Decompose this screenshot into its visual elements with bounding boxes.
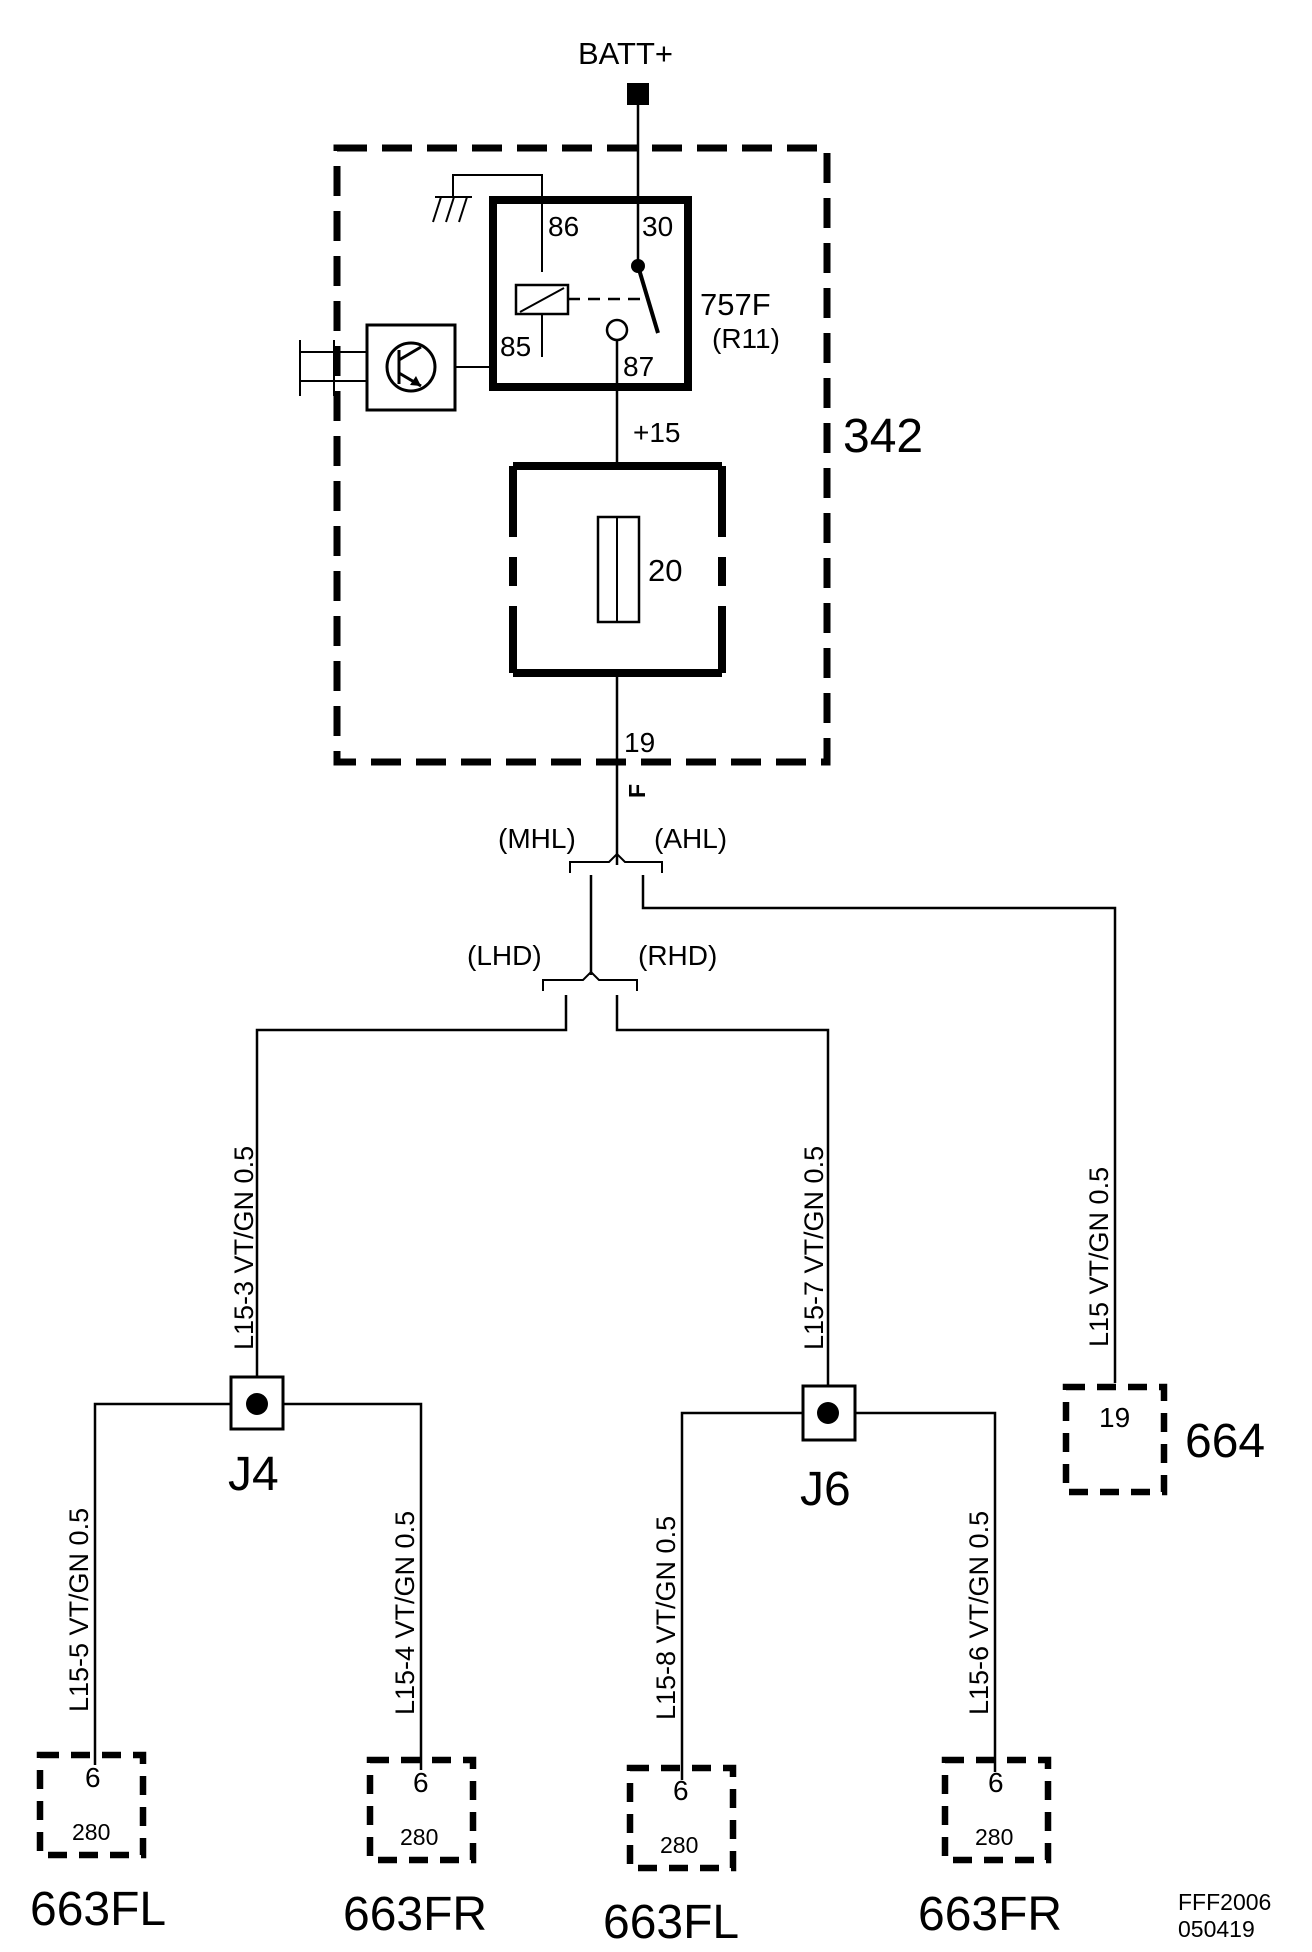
- variant-mhl: (MHL): [498, 823, 576, 854]
- connector-664-label: 664: [1185, 1415, 1265, 1468]
- junction-j4-label: J4: [228, 1448, 279, 1501]
- connector-663fr-2-label: 663FR: [918, 1888, 1062, 1941]
- ground-icon: [432, 196, 472, 223]
- junction-j6-label: J6: [800, 1463, 851, 1516]
- variant-lhd: (LHD): [467, 940, 542, 971]
- connector-663fl-2-label: 663FL: [603, 1896, 739, 1949]
- relay-contact-87: [605, 318, 629, 342]
- j4-left-branch-wire: [93, 1402, 231, 1765]
- output-marker-f: F: [624, 784, 650, 798]
- connector-664: [1062, 1383, 1168, 1496]
- connector-663fr-1-sub: 280: [400, 1824, 438, 1850]
- connector-663fr-1-pin: 6: [413, 1767, 429, 1798]
- driver-transistor-box: [365, 323, 457, 412]
- fuse-supply-label: +15: [633, 417, 681, 448]
- connector-663fl-1-sub: 280: [72, 1819, 110, 1845]
- wire-label-l15: L15 VT/GN 0.5: [1084, 1167, 1114, 1347]
- wire-label-l15-3: L15-3 VT/GN 0.5: [229, 1146, 259, 1350]
- rhd-branch-wire: [615, 995, 830, 1412]
- lhd-branch-wire: [255, 995, 568, 1390]
- connector-664-pin: 19: [1099, 1402, 1130, 1433]
- fuse-housing: [509, 462, 726, 677]
- batt-plus-label: BATT+: [578, 36, 673, 71]
- connector-663fl-1: [36, 1751, 147, 1859]
- relay-pin-85: 85: [500, 331, 531, 362]
- wire-label-l15-6: L15-6 VT/GN 0.5: [964, 1511, 994, 1715]
- wire-label-l15-7: L15-7 VT/GN 0.5: [799, 1146, 829, 1350]
- connector-663fr-2: [941, 1756, 1052, 1864]
- connector-663fr-2-pin: 6: [988, 1767, 1004, 1798]
- ground-wire: [452, 174, 543, 272]
- wire-label-l15-4: L15-4 VT/GN 0.5: [390, 1511, 420, 1715]
- figure-code-line1: FFF2006: [1178, 1889, 1271, 1915]
- j4-right-branch-wire: [283, 1402, 423, 1770]
- j6-left-branch-wire: [680, 1411, 803, 1780]
- junction-j4-node: [246, 1393, 268, 1415]
- relay-pin-87: 87: [623, 351, 654, 382]
- connector-663fr-1-label: 663FR: [343, 1888, 487, 1941]
- wire-label-l15-5: L15-5 VT/GN 0.5: [64, 1508, 94, 1712]
- relay-757f-ref: (R11): [712, 323, 780, 354]
- batt-plus-terminal: [627, 83, 649, 105]
- connector-663fl-1-pin: 6: [85, 1762, 101, 1793]
- variant-bracket-mhl-ahl: [569, 852, 663, 873]
- connector-663fl-2-sub: 280: [660, 1832, 698, 1858]
- connector-663fl-2: [626, 1764, 737, 1872]
- transistor-icon: [385, 341, 437, 393]
- connector-663fl-2-pin: 6: [673, 1775, 689, 1806]
- variant-bracket-lhd-rhd: [542, 970, 638, 991]
- wire-label-l15-8: L15-8 VT/GN 0.5: [651, 1516, 681, 1720]
- junction-j6-node: [817, 1402, 839, 1424]
- relay-pin-86: 86: [548, 211, 579, 242]
- control-input-wires: [299, 340, 367, 396]
- relay-switch-arm: [636, 265, 660, 334]
- fuse-element-icon: [596, 515, 641, 624]
- relay-pin-30: 30: [642, 211, 673, 242]
- connector-663fr-2-sub: 280: [975, 1824, 1013, 1850]
- output-pin-19: 19: [624, 727, 655, 758]
- variant-ahl: (AHL): [654, 823, 727, 854]
- figure-code-line2: 050419: [1178, 1916, 1255, 1942]
- module-342-boundary: [333, 144, 831, 766]
- relay-757f-box: [489, 196, 692, 391]
- module-342-label: 342: [843, 410, 923, 463]
- connector-663fr-1: [366, 1756, 477, 1864]
- fuse-rating: 20: [648, 553, 682, 588]
- connector-663fl-1-label: 663FL: [30, 1883, 166, 1936]
- ahl-branch-wire: [641, 875, 1117, 1383]
- variant-rhd: (RHD): [638, 940, 717, 971]
- relay-757f-label: 757F: [700, 287, 771, 322]
- j6-right-branch-wire: [855, 1411, 997, 1772]
